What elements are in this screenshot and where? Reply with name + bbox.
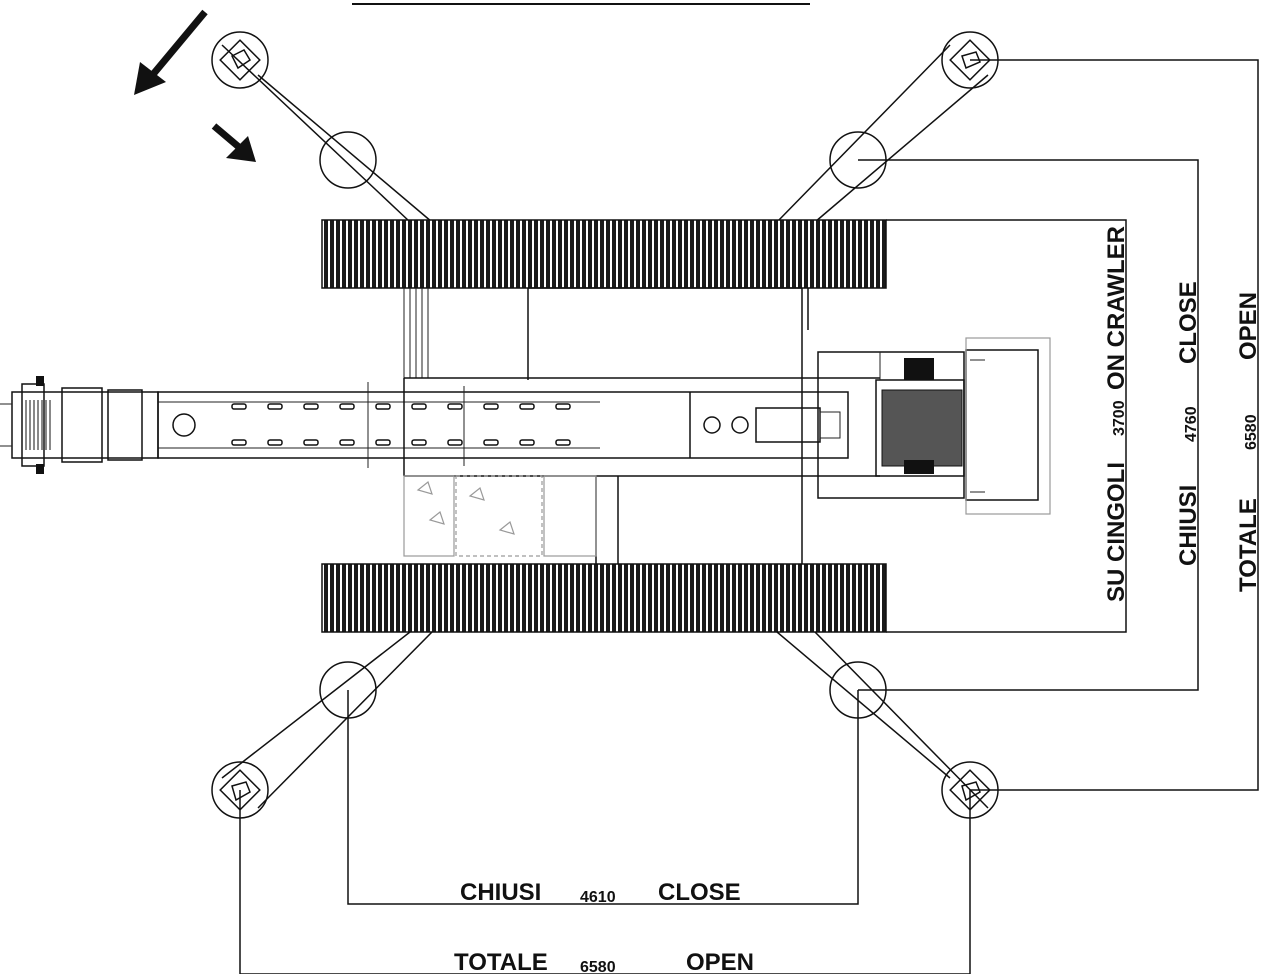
crawler-suffix: ON CRAWLER bbox=[1103, 226, 1130, 390]
open-value: 6580 bbox=[1243, 414, 1260, 450]
outrigger-legs bbox=[221, 44, 989, 809]
open-prefix: TOTALE bbox=[1235, 498, 1262, 592]
bottom-open-suffix: OPEN bbox=[686, 949, 754, 974]
crawler-prefix: SU CINGOLI bbox=[1103, 462, 1130, 602]
open-width-label: TOTALE 6580 OPEN bbox=[1235, 292, 1262, 592]
bottom-open-prefix: TOTALE bbox=[454, 949, 548, 974]
turret bbox=[817, 337, 1051, 515]
closed-prefix: CHIUSI bbox=[1175, 485, 1202, 566]
rotation-arrow-icon bbox=[134, 9, 208, 95]
crawler-track-bottom bbox=[321, 563, 887, 633]
side-dimension-lines bbox=[858, 59, 1259, 791]
boom bbox=[157, 377, 880, 477]
outrigger-feet bbox=[211, 31, 999, 819]
bottom-open-value: 6580 bbox=[580, 959, 616, 974]
bottom-dimension-lines bbox=[239, 690, 971, 974]
closed-width-label: CHIUSI 4760 CLOSE bbox=[1175, 281, 1202, 566]
closed-suffix: CLOSE bbox=[1175, 281, 1202, 364]
hook-block bbox=[0, 376, 159, 474]
bottom-closed-suffix: CLOSE bbox=[658, 879, 741, 906]
bottom-closed-value: 4610 bbox=[580, 889, 616, 906]
crawler-width-label: SU CINGOLI 3700 ON CRAWLER bbox=[1103, 226, 1130, 602]
open-suffix: OPEN bbox=[1235, 292, 1262, 360]
closed-value: 4760 bbox=[1183, 406, 1200, 442]
stowed-plates bbox=[403, 475, 597, 557]
bottom-closed-prefix: CHIUSI bbox=[460, 879, 541, 906]
crawler-track-top bbox=[321, 219, 887, 289]
crawler-value: 3700 bbox=[1111, 400, 1128, 436]
direction-arrow-icon bbox=[211, 123, 256, 162]
